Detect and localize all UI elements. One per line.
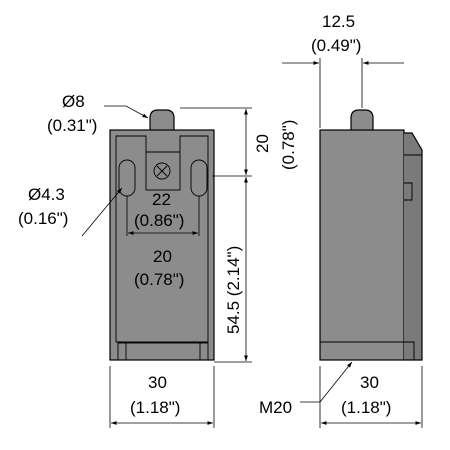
plunger-height-imperial: (0.78") — [279, 120, 298, 170]
plunger-diameter-metric: Ø8 — [62, 92, 85, 111]
hole-spacing-imperial: (0.86") — [134, 211, 184, 230]
dim-plunger-diameter: Ø8 (0.31") — [47, 92, 149, 135]
hole-spacing-metric: 22 — [152, 190, 171, 209]
front-plunger-outline — [149, 109, 175, 136]
hole-diameter-metric: Ø4.3 — [28, 185, 65, 204]
dim-inner-width: 20 (0.78") — [134, 247, 184, 289]
plunger-offset-imperial: (0.49") — [311, 36, 361, 55]
body-height-label: 54.5 (2.14") — [224, 246, 243, 334]
dim-hole-diameter: Ø4.3 (0.16") — [18, 185, 123, 237]
side-body — [320, 130, 404, 360]
inner-width-imperial: (0.78") — [134, 270, 184, 289]
inner-width-metric: 20 — [153, 247, 172, 266]
side-width-imperial: (1.18") — [341, 398, 391, 417]
dim-side-width: 30 (1.18") — [319, 366, 423, 428]
front-inner-border — [115, 135, 209, 343]
dim-front-width: 30 (1.18") — [109, 366, 215, 428]
dim-plunger-offset: 12.5 (0.49") — [282, 12, 404, 128]
hole-diameter-imperial: (0.16") — [18, 209, 68, 228]
front-width-imperial: (1.18") — [130, 398, 180, 417]
front-width-metric: 30 — [148, 373, 167, 392]
front-screw — [153, 162, 171, 180]
front-body — [110, 130, 214, 360]
plunger-height-metric: 20 — [253, 134, 272, 153]
dim-thread: M20 — [259, 361, 353, 417]
front-head-window — [145, 151, 181, 191]
dim-plunger-height: 20 (0.78") — [180, 107, 298, 177]
plunger-diameter-imperial: (0.31") — [47, 116, 97, 135]
thread-label: M20 — [259, 398, 292, 417]
front-bottom-strip — [117, 342, 209, 361]
side-view — [319, 109, 423, 361]
dim-body-height: 54.5 (2.14") — [214, 177, 252, 363]
side-cover — [404, 133, 422, 360]
front-view — [109, 109, 215, 361]
plunger-offset-metric: 12.5 — [322, 12, 355, 31]
side-width-metric: 30 — [360, 373, 379, 392]
dim-hole-spacing: 22 (0.86") — [126, 190, 200, 236]
